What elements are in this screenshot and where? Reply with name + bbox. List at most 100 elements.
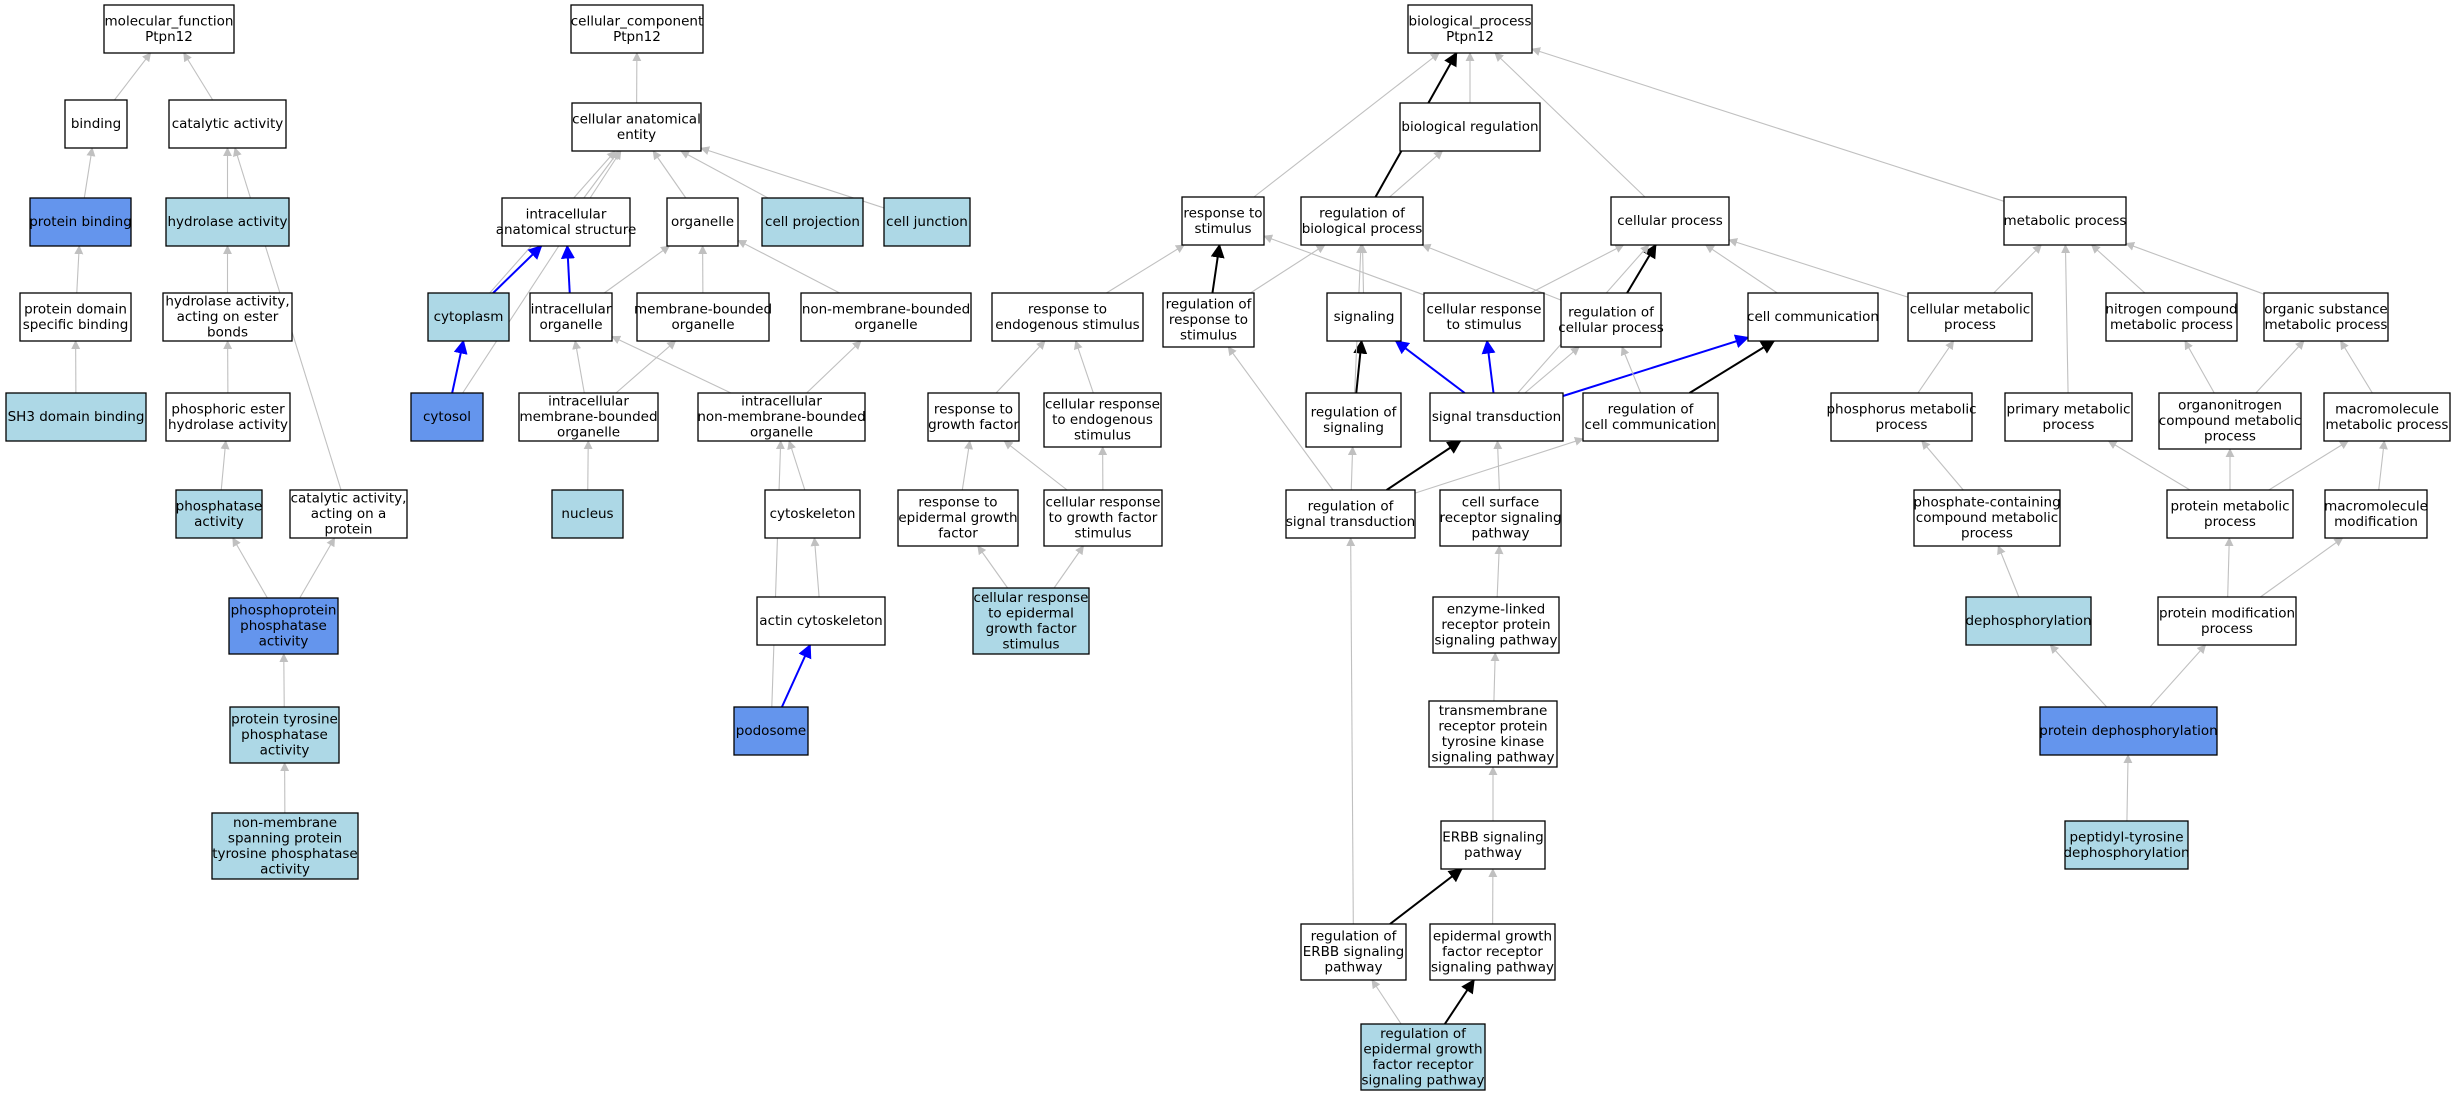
go-term-node-hydrolase-activity[interactable]: hydrolase activity xyxy=(165,197,290,247)
go-term-node-signaling[interactable]: signaling xyxy=(1326,292,1402,342)
node-box xyxy=(1399,102,1541,152)
node-label-line: non-membrane-bounded xyxy=(802,301,970,317)
go-term-node-nucleus[interactable]: nucleus xyxy=(551,489,624,539)
go-term-node-signal-transduction[interactable]: signal transduction xyxy=(1429,392,1564,442)
node-label-line: growth factor xyxy=(928,417,1019,433)
node-label-line: pathway xyxy=(1472,526,1530,542)
go-term-node-cytosol[interactable]: cytosol xyxy=(410,392,484,442)
node-box xyxy=(529,292,613,342)
go-term-node-sh3-domain-binding[interactable]: SH3 domain binding xyxy=(5,392,147,442)
edge-icorg-to-organelle xyxy=(603,245,671,294)
node-box xyxy=(5,392,147,442)
go-term-node-metabolic-process[interactable]: metabolic process xyxy=(2003,196,2127,246)
edge-rendo-to-resp xyxy=(1106,244,1185,294)
go-term-node-binding[interactable]: binding xyxy=(64,99,128,149)
go-term-node-catalytic-activity[interactable]: catalytic activity xyxy=(168,99,287,149)
node-label-line: molecular_function xyxy=(105,13,234,29)
go-term-node-cell-junction[interactable]: cell junction xyxy=(883,197,971,247)
node-label-line: pathway xyxy=(1325,960,1383,976)
go-term-node-actin-cytoskeleton[interactable]: actin cytoskeleton xyxy=(756,596,886,646)
node-label-line: epidermal growth xyxy=(1363,1041,1482,1057)
edge-regerbb-to-erbb xyxy=(1389,868,1463,925)
node-label-line: factor xyxy=(938,526,978,542)
node-label-line: protein dephosphorylation xyxy=(2039,723,2217,739)
go-term-node-cellular-process[interactable]: cellular process xyxy=(1610,196,1730,246)
go-term-node-organelle[interactable]: organelle xyxy=(666,197,739,247)
go-term-node-protein-binding[interactable]: protein binding xyxy=(29,197,132,247)
edge-sigtrans-to-crs xyxy=(1481,339,1496,394)
go-term-node-cytoplasm[interactable]: cytoplasm xyxy=(427,292,510,342)
node-label-line: intracellular xyxy=(531,301,612,317)
node-label-line: protein modification xyxy=(2159,605,2295,621)
go-term-node-dephosphorylation[interactable]: dephosphorylation xyxy=(1965,596,2092,646)
node-label-line: intracellular xyxy=(526,206,607,222)
go-term-node-podosome[interactable]: podosome xyxy=(733,706,809,756)
node-label-line: protein xyxy=(325,522,373,538)
go-term-node-cell-communication[interactable]: cell communication xyxy=(1747,292,1879,342)
go-term-node-intracellular-non-membrane-bounded-organelle[interactable]: intracellularnon-membrane-boundedorganel… xyxy=(697,392,866,442)
go-term-node-cell-projection[interactable]: cell projection xyxy=(761,197,864,247)
node-label-line: ERBB signaling xyxy=(1303,944,1405,960)
node-label-line: process xyxy=(1944,317,1996,333)
node-box xyxy=(1407,4,1533,54)
node-label-line: response to xyxy=(1183,205,1262,221)
node-label-line: cellular response xyxy=(1045,397,1160,413)
node-label-line: transmembrane xyxy=(1439,703,1548,719)
node-box xyxy=(1429,923,1556,981)
go-term-node-biological-regulation[interactable]: biological regulation xyxy=(1399,102,1541,152)
go-term-node-cytoskeleton[interactable]: cytoskeleton xyxy=(764,489,861,539)
go-term-node-protein-dephosphorylation[interactable]: protein dephosphorylation xyxy=(2039,706,2218,756)
edge-protmod-to-macromod xyxy=(2260,537,2344,598)
